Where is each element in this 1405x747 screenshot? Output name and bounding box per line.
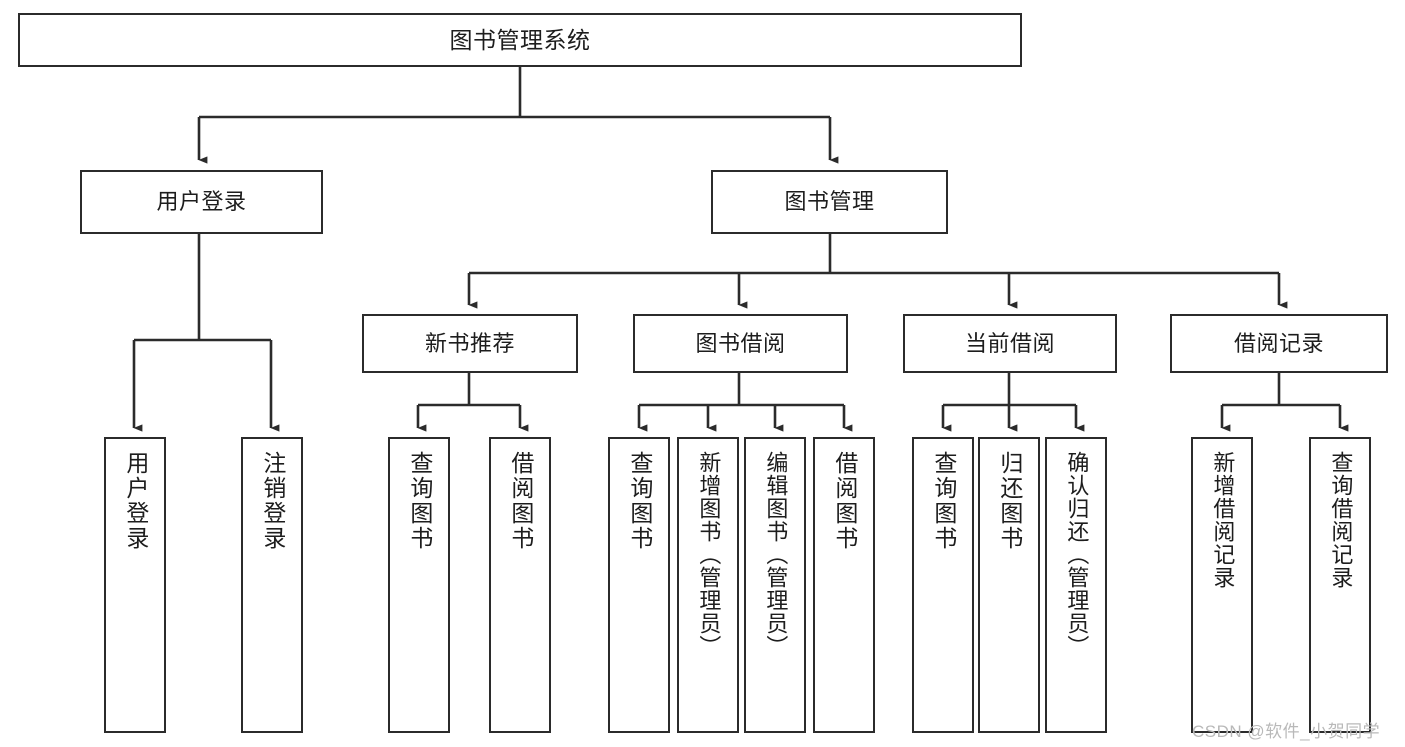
edge-newbook-to-leaves xyxy=(416,373,529,432)
node-book-management[interactable]: 图书管理 xyxy=(711,170,948,234)
node-label: 编辑图书（管理员） xyxy=(763,451,789,658)
node-label: 借阅记录 xyxy=(1233,330,1324,356)
node-label: 新书推荐 xyxy=(424,330,515,356)
edge-bookmanage-to-level3 xyxy=(467,234,1288,309)
edge-userlogin-to-leaves xyxy=(132,234,280,432)
node-label: 查询借阅记录 xyxy=(1328,451,1354,589)
leaf-query-book-borrowing[interactable]: 查询图书 xyxy=(608,437,670,733)
node-label: 当前借阅 xyxy=(964,330,1055,356)
edge-currentborrow-to-leaves xyxy=(941,373,1085,432)
node-label: 用户登录 xyxy=(122,451,149,551)
node-label: 新增图书（管理员） xyxy=(696,451,722,658)
node-new-book-recommendation[interactable]: 新书推荐 xyxy=(362,314,578,373)
node-label: 确认归还（管理员） xyxy=(1064,451,1090,658)
node-user-login[interactable]: 用户登录 xyxy=(80,170,323,234)
node-current-borrowing[interactable]: 当前借阅 xyxy=(903,314,1117,373)
leaf-confirm-return-admin[interactable]: 确认归还（管理员） xyxy=(1045,437,1107,733)
node-label: 查询图书 xyxy=(626,451,653,551)
node-label: 注销登录 xyxy=(259,451,286,551)
node-label: 查询图书 xyxy=(930,451,957,551)
node-book-borrowing[interactable]: 图书借阅 xyxy=(633,314,848,373)
leaf-add-book-admin[interactable]: 新增图书（管理员） xyxy=(677,437,739,733)
edge-root-to-level2 xyxy=(197,67,839,164)
node-label: 用户登录 xyxy=(156,189,247,214)
leaf-add-borrowing-record[interactable]: 新增借阅记录 xyxy=(1191,437,1253,733)
node-label: 图书管理 xyxy=(784,189,875,214)
node-label: 查询图书 xyxy=(406,451,433,551)
edge-bookborrow-to-leaves xyxy=(637,373,853,432)
node-label: 归还图书 xyxy=(996,451,1023,551)
leaf-return-book[interactable]: 归还图书 xyxy=(978,437,1040,733)
node-borrowing-record[interactable]: 借阅记录 xyxy=(1170,314,1388,373)
node-label: 借阅图书 xyxy=(507,451,534,551)
node-label: 借阅图书 xyxy=(831,451,858,551)
node-label: 图书借阅 xyxy=(695,330,786,356)
leaf-logout-login[interactable]: 注销登录 xyxy=(241,437,303,733)
node-label: 新增借阅记录 xyxy=(1210,451,1236,589)
edge-borrowrecord-to-leaves xyxy=(1220,373,1349,432)
node-root-book-management-system[interactable]: 图书管理系统 xyxy=(18,13,1022,67)
leaf-user-login[interactable]: 用户登录 xyxy=(104,437,166,733)
csdn-watermark: CSDN @软件_小贺同学 xyxy=(1192,722,1381,741)
leaf-edit-book-admin[interactable]: 编辑图书（管理员） xyxy=(744,437,806,733)
node-label: 图书管理系统 xyxy=(449,26,591,53)
leaf-query-book-new-book[interactable]: 查询图书 xyxy=(388,437,450,733)
leaf-borrow-book-borrowing[interactable]: 借阅图书 xyxy=(813,437,875,733)
leaf-query-book-current[interactable]: 查询图书 xyxy=(912,437,974,733)
leaf-borrow-book-new-book[interactable]: 借阅图书 xyxy=(489,437,551,733)
leaf-query-borrowing-record[interactable]: 查询借阅记录 xyxy=(1309,437,1371,733)
